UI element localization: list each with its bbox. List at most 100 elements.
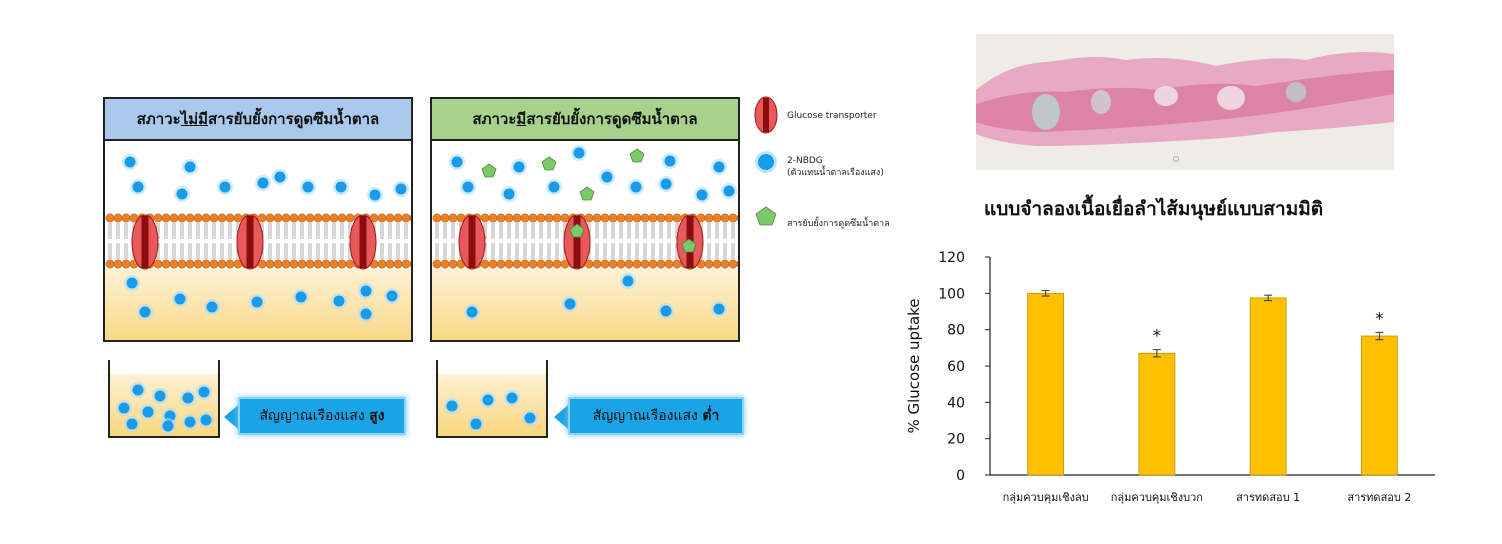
intestinal-tissue-micrograph	[976, 34, 1394, 170]
lipid-head	[728, 213, 738, 223]
inhibitor-molecule	[541, 156, 557, 171]
nbdg-molecule	[360, 308, 372, 320]
nbdg-molecule	[124, 156, 136, 168]
nbdg-molecule	[132, 384, 144, 396]
lipid-head	[720, 213, 730, 223]
lipid-head	[440, 213, 450, 223]
lipid-head	[273, 213, 283, 223]
signal-level-high: สูง	[369, 408, 385, 424]
lipid-head	[600, 259, 610, 269]
lipid-head	[209, 213, 219, 223]
lipid-head	[624, 259, 634, 269]
x-tick-label: สารทดสอบ 1	[1236, 491, 1300, 504]
inhibitor-molecule	[569, 223, 585, 238]
lipid-head	[393, 259, 403, 269]
nbdg-molecule	[219, 181, 231, 193]
inhibitor-molecule	[481, 163, 497, 178]
lipid-head	[528, 259, 538, 269]
lipid-head	[584, 213, 594, 223]
bar	[1138, 352, 1176, 476]
nbdg-molecule	[470, 418, 482, 430]
lipid-head	[321, 259, 331, 269]
lipid-head	[496, 259, 506, 269]
lipid-head	[624, 213, 634, 223]
lipid-head	[592, 259, 602, 269]
signal-arrow-head-mid	[554, 405, 568, 429]
nbdg-molecule	[274, 171, 286, 183]
lipid-head	[329, 213, 339, 223]
lipid-head	[297, 213, 307, 223]
nbdg-molecule	[451, 156, 463, 168]
lipid-head	[608, 259, 618, 269]
nbdg-molecule	[184, 416, 196, 428]
nbdg-molecule	[200, 414, 212, 426]
lipid-head	[233, 213, 243, 223]
nbdg-molecule	[462, 181, 474, 193]
nbdg-molecule	[295, 291, 307, 303]
nbdg-molecule	[198, 386, 210, 398]
lipid-head	[736, 214, 738, 222]
nbdg-molecule	[630, 181, 642, 193]
nbdg-molecule	[573, 147, 585, 159]
nbdg-molecule	[696, 189, 708, 201]
nbdg-molecule	[564, 298, 576, 310]
lipid-head	[337, 259, 347, 269]
lipid-head	[185, 213, 195, 223]
lipid-head	[329, 259, 339, 269]
y-tick-label: 0	[956, 468, 965, 484]
y-tick-label: 40	[947, 395, 965, 411]
nbdg-molecule	[154, 390, 166, 402]
lipid-head	[520, 259, 530, 269]
nbdg-molecule	[660, 178, 672, 190]
lipid-head	[448, 259, 458, 269]
lipid-head	[736, 260, 738, 268]
legend-transporter-icon	[754, 96, 778, 134]
inhibitor-molecule	[681, 238, 697, 253]
lipid-head	[289, 259, 299, 269]
inhibitor-molecule	[579, 186, 595, 201]
lipid-head	[488, 213, 498, 223]
lipid-head	[321, 213, 331, 223]
lipid-head	[113, 259, 123, 269]
nbdg-molecule	[513, 161, 525, 173]
lipid-head	[712, 259, 722, 269]
beaker-low-contents	[438, 374, 546, 436]
nbdg-molecule	[506, 392, 518, 404]
lipid-head	[632, 259, 642, 269]
lipid-head	[512, 259, 522, 269]
y-tick-label: 20	[947, 432, 965, 448]
lipid-head	[544, 213, 554, 223]
transporter-channel	[468, 216, 476, 268]
lipid-head	[720, 259, 730, 269]
lipid-head	[185, 259, 195, 269]
lipid-head	[113, 213, 123, 223]
legend-nbdg-line1: 2-NBDG	[787, 156, 823, 166]
goblet-cell	[1286, 82, 1306, 102]
signal-box-low: สัญญาณเรืองแสง ต่ำ	[568, 397, 744, 435]
nbdg-molecule	[251, 296, 263, 308]
y-tick-label: 120	[938, 250, 965, 266]
panel-header-no-inhibitor-text-end: สารยับยั้งการดูดซึมน้ำตาล	[208, 110, 380, 128]
lipid-head	[377, 213, 387, 223]
lipid-head	[161, 213, 171, 223]
nbdg-molecule	[713, 161, 725, 173]
lipid-head	[201, 213, 211, 223]
panel-header-with-inhibitor-text-end: สารยับยั้งการดูดซึมน้ำตาล	[526, 110, 698, 128]
lipid-head	[448, 213, 458, 223]
nbdg-molecule	[118, 402, 130, 414]
significance-marker: *	[1375, 309, 1384, 329]
lipid-head	[177, 213, 187, 223]
lipid-head	[664, 213, 674, 223]
lipid-head	[193, 259, 203, 269]
legend-inhibitor-label: สารยับยั้งการดูดซึมน้ำตาล	[787, 219, 890, 229]
nbdg-molecule	[369, 189, 381, 201]
lipid-head	[201, 259, 211, 269]
legend-nbdg-icon	[755, 151, 777, 173]
lipid-head	[345, 259, 355, 269]
tissue-artifact	[1173, 156, 1179, 162]
lipid-head	[265, 213, 275, 223]
lipid-head	[728, 259, 738, 269]
lipid-head	[664, 259, 674, 269]
lipid-head	[121, 213, 131, 223]
nbdg-molecule	[335, 181, 347, 193]
